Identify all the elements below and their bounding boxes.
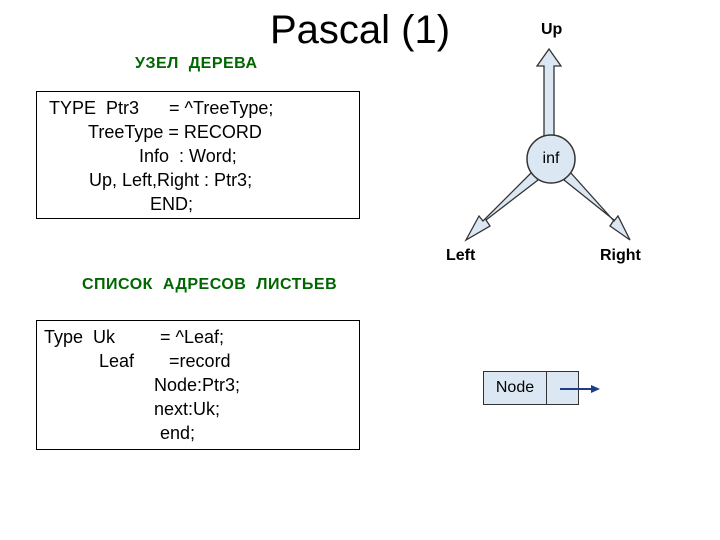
left-label: Left xyxy=(446,247,476,264)
code-line: TYPE Ptr3 = ^TreeType; xyxy=(49,98,274,118)
code-line: Info : Word; xyxy=(139,146,237,166)
code-line: END; xyxy=(150,194,194,214)
code-line: next:Uk; xyxy=(154,399,221,419)
leaf-list-code-box: Type Uk = ^Leaf; Leaf =record Node:Ptr3;… xyxy=(36,320,360,450)
code-line: TreeType = RECORD xyxy=(88,122,262,142)
inf-node-circle xyxy=(526,134,576,184)
left-arrow xyxy=(464,171,539,242)
leaf-list-heading: СПИСОК АДРЕСОВ ЛИСТЬЕВ xyxy=(82,276,338,293)
code-line: end; xyxy=(160,423,196,443)
code-line: Leaf =record xyxy=(99,351,231,371)
inf-label: inf xyxy=(542,150,560,167)
tree-node-code-box: TYPE Ptr3 = ^TreeType; TreeType = RECORD… xyxy=(36,91,360,219)
node-label: Node xyxy=(495,379,535,396)
slide-title: Pascal (1) xyxy=(269,8,451,52)
next-pointer-arrow xyxy=(560,385,600,393)
tree-node-heading: УЗЕЛ ДЕРЕВА xyxy=(135,55,258,72)
code-line: Up, Left,Right : Ptr3; xyxy=(89,170,253,190)
code-line: Node:Ptr3; xyxy=(154,375,241,395)
up-label: Up xyxy=(541,21,563,38)
code-line: Type Uk = ^Leaf; xyxy=(44,327,225,347)
up-arrow xyxy=(535,47,563,138)
right-label: Right xyxy=(600,247,641,264)
right-arrow xyxy=(563,170,631,241)
tree-node-diagram xyxy=(464,47,631,242)
node-divider xyxy=(546,372,547,404)
